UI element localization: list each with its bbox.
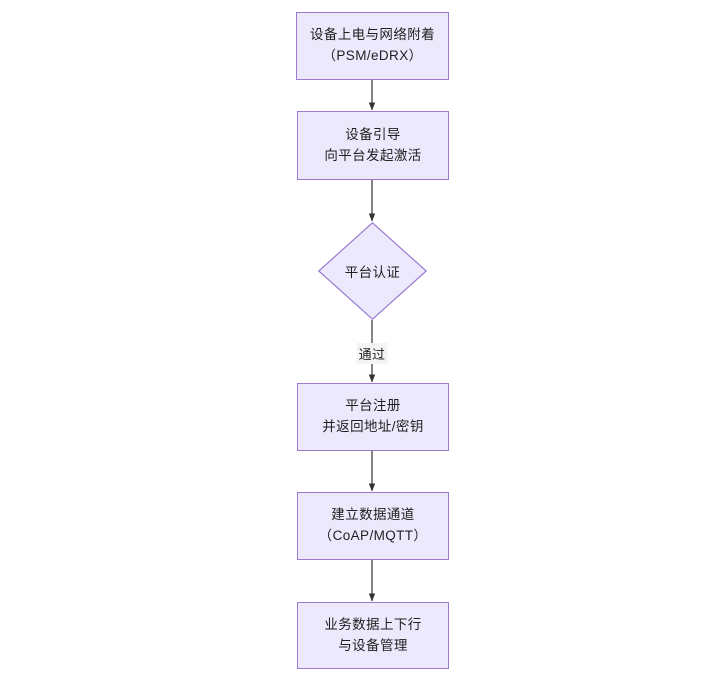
node-establish-data-channel[interactable]: 建立数据通道 （CoAP/MQTT） [297, 492, 449, 560]
node-label-line1: 平台认证 [344, 265, 401, 280]
node-business-data-and-device-management[interactable]: 业务数据上下行 与设备管理 [297, 602, 449, 669]
node-label-line1: 设备引导 [345, 126, 401, 142]
node-platform-authentication[interactable]: 平台认证 [318, 222, 427, 320]
diamond-shape [318, 222, 427, 320]
edge-label-pass: 通过 [356, 343, 388, 364]
node-device-bootstrap[interactable]: 设备引导 向平台发起激活 [297, 111, 449, 180]
node-label-line2: （PSM/eDRX） [322, 48, 423, 63]
node-label-line2: 与设备管理 [338, 637, 408, 653]
node-label-line2: （CoAP/MQTT） [318, 528, 428, 543]
node-platform-registration[interactable]: 平台注册 并返回地址/密钥 [297, 383, 449, 451]
node-label-line2: 并返回地址/密钥 [322, 419, 424, 434]
node-device-power-on[interactable]: 设备上电与网络附着 （PSM/eDRX） [296, 12, 449, 80]
node-label-line1: 设备上电与网络附着 [309, 27, 436, 43]
node-label-line1: 建立数据通道 [331, 507, 415, 523]
node-label-line1: 平台注册 [345, 398, 401, 414]
node-label-line1: 业务数据上下行 [324, 616, 422, 632]
node-label-line2: 向平台发起激活 [324, 147, 422, 163]
